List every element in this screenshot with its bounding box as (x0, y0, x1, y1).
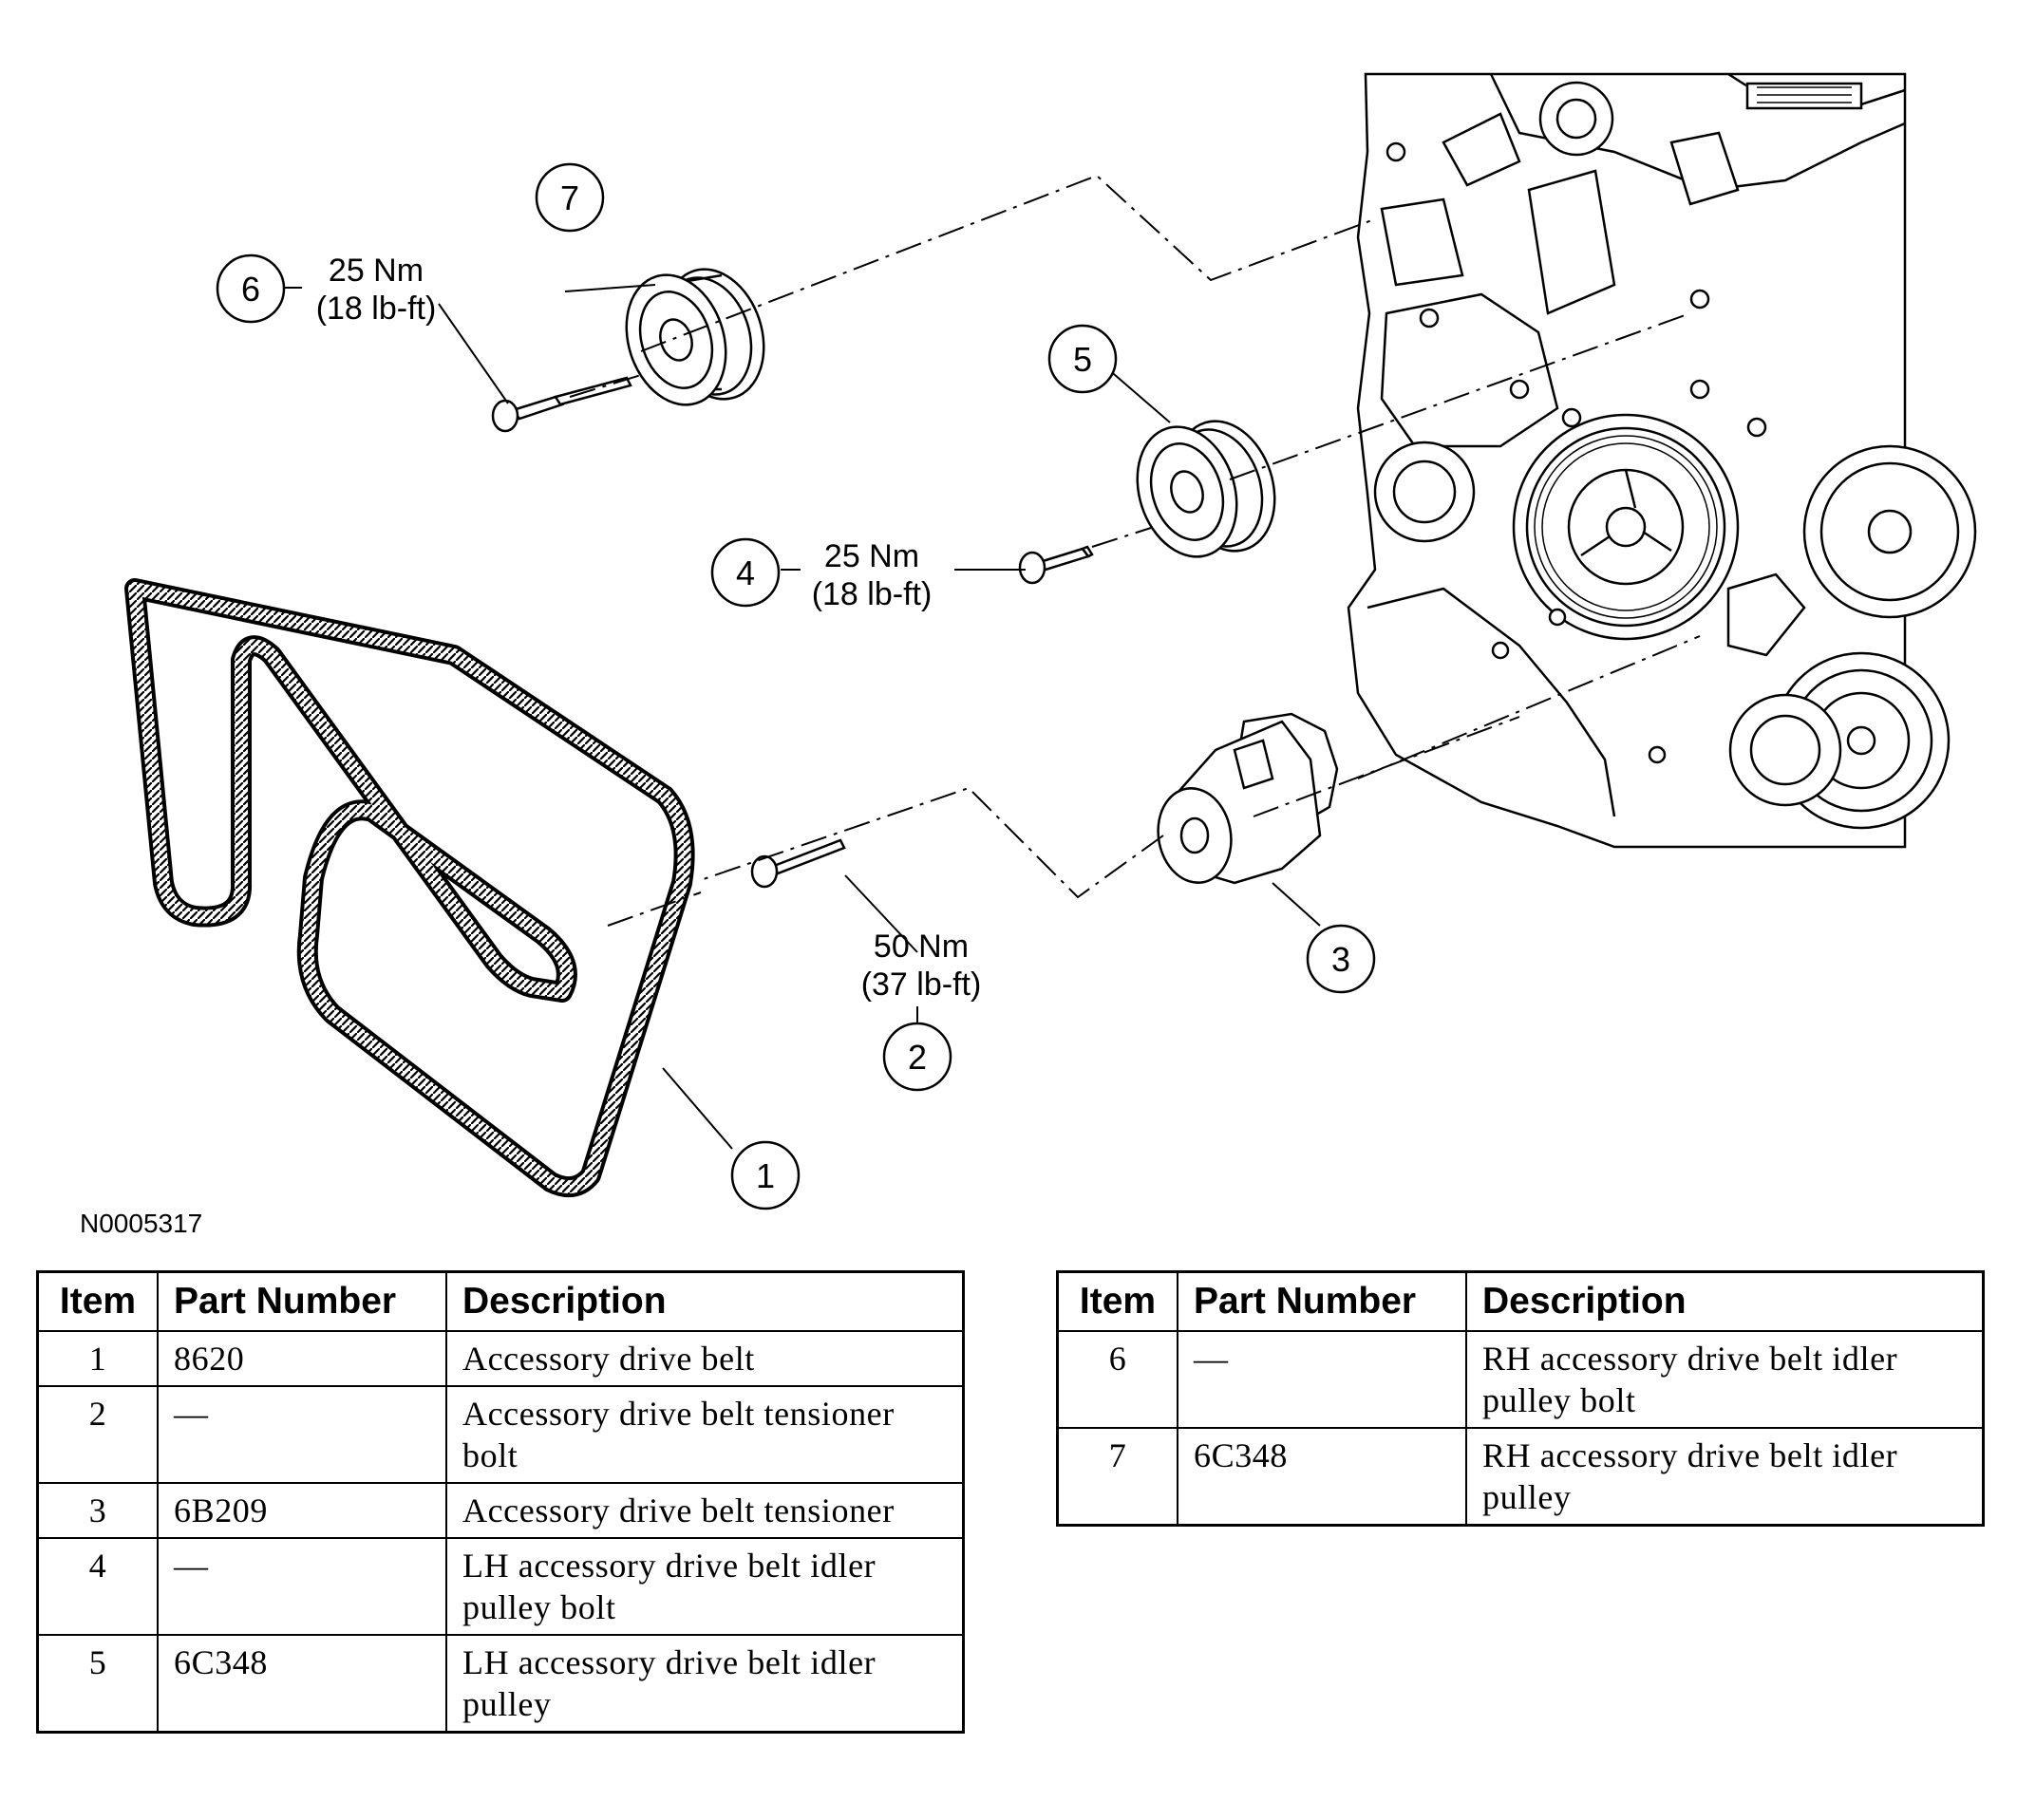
cell-item: 1 (36, 1330, 159, 1387)
cell-item: 7 (1056, 1427, 1178, 1527)
cell-description: RH accessory drive belt idler pulley bol… (1465, 1330, 1985, 1429)
cell-item: 5 (36, 1634, 159, 1734)
cell-description: Accessory drive belt (445, 1330, 965, 1387)
rh-idler-pulley-drawing (625, 268, 765, 406)
cell-item: 2 (36, 1385, 159, 1484)
assembly-lines (569, 174, 1701, 927)
torque-6-lbft: (18 lb-ft) (316, 291, 437, 327)
tensioner-bolt-drawing (750, 838, 846, 889)
cell-part-number: 8620 (157, 1330, 447, 1387)
parts-table-right: Item Part Number Description 6 — RH acce… (1056, 1270, 1985, 1527)
table-header-row: Item Part Number Description (1056, 1270, 1985, 1332)
table-row: 3 6B209 Accessory drive belt tensioner (36, 1482, 965, 1539)
callout-7-number: 7 (560, 178, 579, 217)
callout-4-number: 4 (736, 554, 755, 592)
table-row: 2 — Accessory drive belt tensioner bolt (36, 1385, 965, 1484)
lh-idler-pulley-drawing (1136, 420, 1276, 558)
table-row: 5 6C348 LH accessory drive belt idler pu… (36, 1634, 965, 1734)
cell-description: Accessory drive belt tensioner (445, 1482, 965, 1539)
cell-part-number: 6C348 (157, 1634, 447, 1734)
header-description: Description (1465, 1270, 1985, 1332)
drive-belt-drawing (124, 578, 695, 1198)
cell-item: 6 (1056, 1330, 1178, 1429)
cell-part-number: — (157, 1385, 447, 1484)
cell-item: 3 (36, 1482, 159, 1539)
table-row: 1 8620 Accessory drive belt (36, 1330, 965, 1387)
header-part-number: Part Number (1177, 1270, 1467, 1332)
figure-code: N0005317 (80, 1209, 202, 1238)
cell-part-number: — (1177, 1330, 1467, 1429)
cell-description: RH accessory drive belt idler pulley (1465, 1427, 1985, 1527)
header-description: Description (445, 1270, 965, 1332)
engine-front-illustration (1347, 72, 1977, 849)
header-item: Item (36, 1270, 159, 1332)
callout-5-number: 5 (1073, 340, 1092, 379)
cell-part-number: — (157, 1537, 447, 1636)
lh-idler-bolt-drawing (1018, 545, 1094, 585)
table-row: 7 6C348 RH accessory drive belt idler pu… (1056, 1427, 1985, 1527)
header-item: Item (1056, 1270, 1178, 1332)
cell-part-number: 6B209 (157, 1482, 447, 1539)
table-row: 6 — RH accessory drive belt idler pulley… (1056, 1330, 1985, 1429)
callout-circles (216, 162, 1376, 1210)
tensioner-drawing (1157, 712, 1339, 885)
callout-6-number: 6 (241, 270, 260, 309)
cell-item: 4 (36, 1537, 159, 1636)
cell-part-number: 6C348 (1177, 1427, 1467, 1527)
table-row: 4 — LH accessory drive belt idler pulley… (36, 1537, 965, 1636)
cell-description: LH accessory drive belt idler pulley bol… (445, 1537, 965, 1636)
torque-2-nm: 50 Nm (874, 929, 969, 965)
callout-1-number: 1 (756, 1156, 775, 1195)
torque-4-lbft: (18 lb-ft) (812, 576, 933, 612)
header-part-number: Part Number (157, 1270, 447, 1332)
torque-4-nm: 25 Nm (824, 538, 919, 574)
torque-6-nm: 25 Nm (329, 253, 424, 289)
rh-idler-bolt-drawing (491, 376, 632, 433)
callout-2-number: 2 (908, 1038, 927, 1077)
parts-table-left: Item Part Number Description 1 8620 Acce… (36, 1270, 965, 1734)
table-header-row: Item Part Number Description (36, 1270, 965, 1332)
callout-3-number: 3 (1331, 940, 1350, 979)
leader-lines (281, 284, 1321, 1150)
torque-2-lbft: (37 lb-ft) (861, 966, 982, 1003)
cell-description: Accessory drive belt tensioner bolt (445, 1385, 965, 1484)
cell-description: LH accessory drive belt idler pulley (445, 1634, 965, 1734)
